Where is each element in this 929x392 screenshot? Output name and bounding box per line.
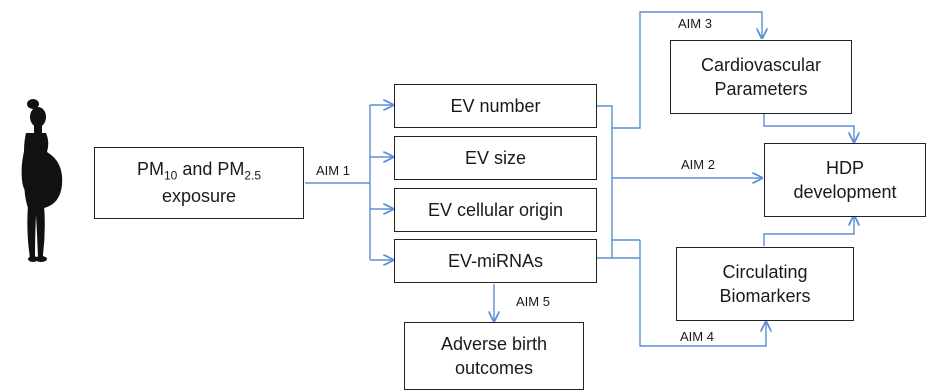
circ-to-hdp-arrow: [763, 216, 854, 246]
adverse-birth-outcomes-box: Adverse birth outcomes: [404, 322, 584, 390]
ev-mirnas-box: EV-miRNAs: [394, 239, 597, 283]
aim2-label: AIM 2: [681, 157, 715, 172]
aim1-label: AIM 1: [316, 163, 350, 178]
exposure-line2: exposure: [161, 186, 237, 207]
aim5-label: AIM 5: [516, 294, 550, 309]
ev-cellular-origin-box: EV cellular origin: [394, 188, 597, 232]
exposure-box: PM10 and PM2.5 exposure: [94, 147, 304, 219]
pregnant-woman-silhouette-icon: [21, 99, 63, 262]
aim4-arrow: [639, 240, 766, 347]
cardiovascular-parameters-box: Cardiovascular Parameters: [670, 40, 852, 114]
circulating-biomarkers-box: Circulating Biomarkers: [676, 247, 854, 321]
hdp-development-box: HDP development: [764, 143, 926, 217]
aim4-label: AIM 4: [680, 329, 714, 344]
exposure-line1: PM10 and PM2.5: [136, 159, 262, 184]
aim3-label: AIM 3: [678, 16, 712, 31]
ev-size-box: EV size: [394, 136, 597, 180]
cardio-to-hdp-arrow: [763, 114, 854, 142]
ev-number-box: EV number: [394, 84, 597, 128]
aim3-arrow: [597, 11, 762, 129]
